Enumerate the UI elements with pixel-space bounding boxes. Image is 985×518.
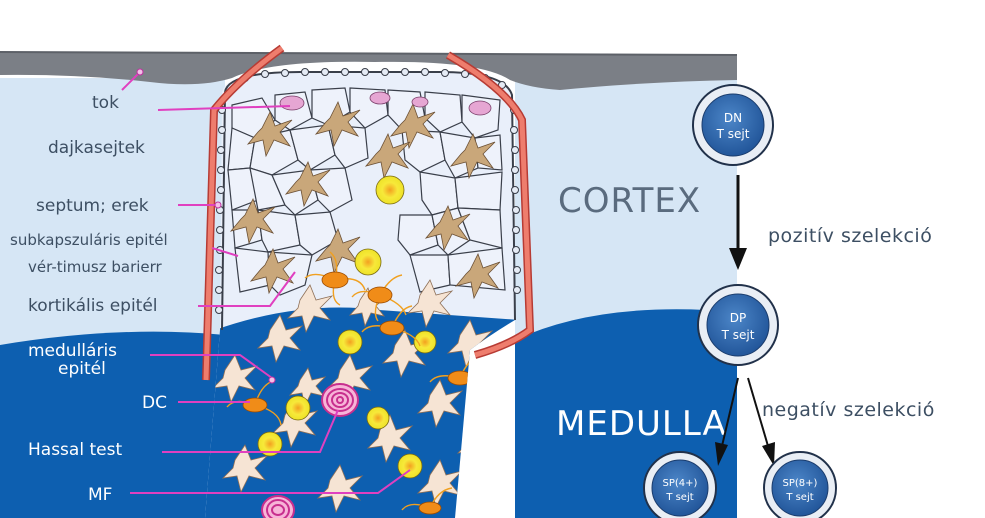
label-hassal: Hassal test (28, 440, 122, 460)
selection-arrows (715, 175, 775, 466)
leader-barrier (211, 247, 239, 257)
dp-t-cell: DP T sejt (697, 284, 779, 366)
label-dc: DC (142, 393, 167, 413)
epithelial-stars (229, 100, 501, 300)
positive-selection-label: pozitív szelekció (768, 225, 932, 247)
label-subkapszularis: subkapszuláris epitél (10, 231, 168, 249)
background (0, 51, 738, 518)
svg-text:SP(4+): SP(4+) (663, 478, 698, 489)
medulla-area-left (0, 331, 225, 518)
svg-text:T sejt: T sejt (785, 492, 813, 503)
lobule (205, 71, 515, 518)
left-labels: tok dajkasejtek septum; erek subkapszulá… (10, 93, 168, 505)
leader-medullaris (150, 354, 273, 379)
leader-tok (121, 71, 141, 91)
label-medullaris-epitel: epitél (58, 359, 106, 379)
label-septum: septum; erek (36, 196, 149, 216)
hassal-corpuscles (261, 383, 359, 518)
label-dajkasejtek: dajkasejtek (48, 138, 145, 158)
capsule-edge (0, 51, 738, 56)
label-mf: MF (88, 485, 112, 505)
leader-lines (121, 71, 411, 494)
medullary-epithelium (211, 279, 504, 514)
label-ver-timusz: vér-timusz barierr (28, 258, 163, 276)
leader-hassal (162, 409, 339, 453)
svg-text:DP: DP (730, 311, 746, 325)
svg-text:T sejt: T sejt (721, 328, 755, 342)
label-kortikalis: kortikális epitél (28, 296, 158, 316)
leader-mf (130, 469, 411, 494)
capsule-band (0, 52, 737, 90)
dn-t-cell: DN T sejt (692, 84, 774, 166)
label-tok: tok (92, 93, 119, 113)
leader-endpoints (136, 68, 276, 384)
label-medullaris: medulláris (28, 341, 117, 361)
svg-text:DN: DN (724, 111, 742, 125)
sp8-t-cell: SP(8+) T sejt (763, 451, 837, 518)
cortical-network (227, 87, 506, 296)
svg-text:T sejt: T sejt (665, 492, 693, 503)
svg-text:SP(8+): SP(8+) (783, 478, 818, 489)
negative-selection-label: negatív szelekció (762, 399, 935, 421)
leader-dajkasejtek (157, 105, 291, 111)
svg-text:T sejt: T sejt (716, 127, 750, 141)
dendritic-cells (257, 175, 437, 479)
sp4-t-cell: SP(4+) T sejt (643, 451, 717, 518)
leader-kortikalis (198, 271, 296, 307)
region-cortex: CORTEX (558, 181, 701, 221)
region-medulla: MEDULLA (556, 404, 727, 444)
